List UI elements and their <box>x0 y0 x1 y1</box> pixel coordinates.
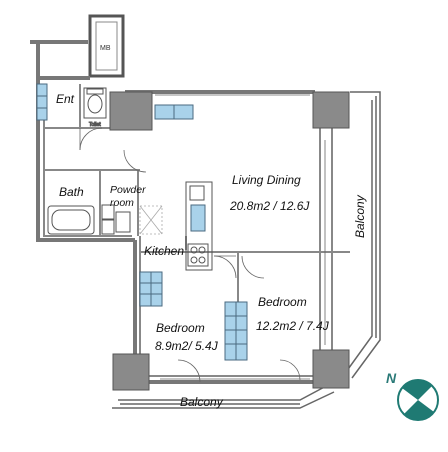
balcony-structure <box>112 91 381 409</box>
living-area: 20.8m2 / 12.6J <box>229 199 310 213</box>
bedroom2-closet <box>139 271 163 307</box>
kitchen-label: Kitchen <box>144 244 184 258</box>
pillar-top-right <box>312 91 350 129</box>
stove <box>187 243 209 267</box>
windows <box>155 94 326 380</box>
balcony-east-label: Balcony <box>353 194 367 238</box>
powder-label-2: room <box>110 197 134 209</box>
powder-sink <box>101 204 131 235</box>
living-name: Living Dining <box>232 173 301 187</box>
mb-label: MB <box>100 45 111 52</box>
entrance-shoe-storage <box>36 83 48 121</box>
bath-label: Bath <box>59 185 84 199</box>
kitchen-sink <box>189 185 205 201</box>
kitchen-storage <box>190 204 206 232</box>
storage-units <box>36 83 248 361</box>
bedroom2-name: Bedroom <box>156 321 205 335</box>
balcony-south-label: Balcony <box>180 395 224 409</box>
bedroom1-closet <box>224 301 248 361</box>
shower-floor <box>139 205 163 235</box>
powder-label-1: Powder <box>110 184 146 196</box>
kitchen-counter <box>185 181 213 271</box>
north-label: N <box>386 370 397 386</box>
bedroom1-name: Bedroom <box>258 295 307 309</box>
pillars <box>109 91 350 391</box>
entrance-label: Ent <box>56 92 75 106</box>
pillar-bottom-left <box>112 353 150 391</box>
outer-walls <box>30 40 315 384</box>
mb-shaft: MB <box>88 14 125 78</box>
bedroom1-area: 12.2m2 / 7.4J <box>256 319 330 333</box>
pillar-top-left <box>109 91 153 131</box>
hall-storage <box>154 104 194 120</box>
toilet-label: Toilet <box>89 122 101 128</box>
toilet-fixture: Toilet <box>83 87 107 129</box>
bedroom2-area: 8.9m2/ 5.4J <box>155 339 219 353</box>
pillar-bottom-right <box>312 349 350 389</box>
compass: N <box>386 370 439 421</box>
bathtub <box>47 205 95 235</box>
